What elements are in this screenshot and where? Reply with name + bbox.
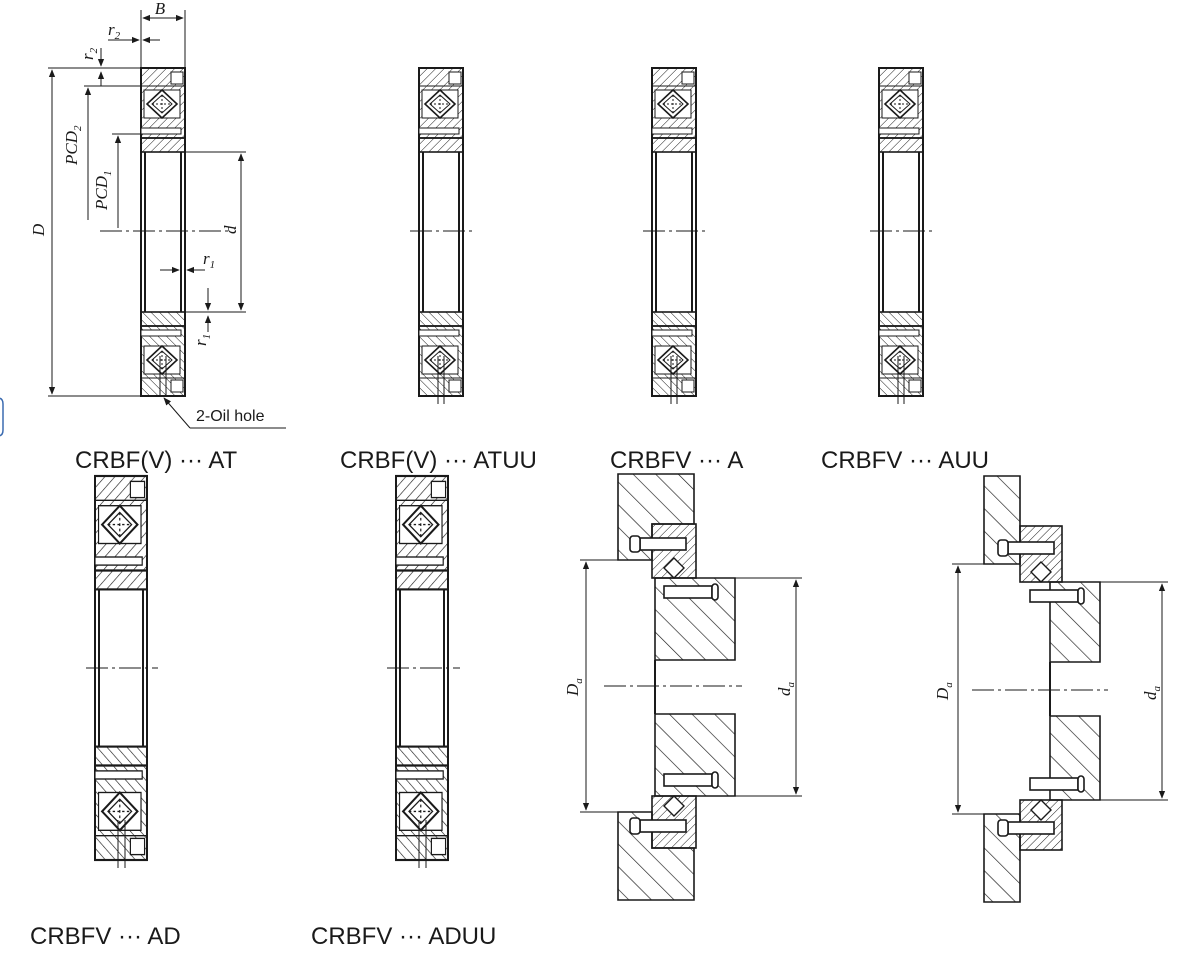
caption-crbfv-aduu: CRBFV ··· ADUU bbox=[311, 923, 496, 950]
drawing-crbf-at: B r2 r2 PCD2 PCD1 D d r1 r1 2-Oil hole bbox=[29, 0, 286, 429]
label-r1-h: r1 bbox=[203, 249, 215, 271]
label-da-2: da bbox=[1141, 686, 1163, 701]
tab-edge[interactable] bbox=[0, 397, 4, 437]
label-oil-hole: 2-Oil hole bbox=[196, 408, 265, 425]
label-r1-v: r1 bbox=[191, 334, 213, 346]
caption-crbf-at: CRBF(V) ··· AT bbox=[75, 447, 238, 474]
drawing-crbfv-ad bbox=[86, 474, 158, 868]
label-Da-2: Da bbox=[933, 682, 955, 701]
label-r2-v: r2 bbox=[78, 47, 100, 60]
drawing-mounting-a: Da da bbox=[563, 473, 802, 901]
label-pcd1: PCD1 bbox=[92, 171, 114, 212]
caption-crbfv-auu: CRBFV ··· AUU bbox=[821, 447, 989, 474]
drawing-crbfv-a bbox=[643, 67, 705, 404]
label-r2-h: r2 bbox=[108, 20, 121, 42]
label-pcd2: PCD2 bbox=[62, 125, 84, 166]
drawing-mounting-auu: Da da bbox=[933, 475, 1168, 903]
drawing-crbfv-aduu bbox=[387, 474, 460, 868]
label-d: d bbox=[221, 225, 240, 234]
caption-crbf-atuu: CRBF(V) ··· ATUU bbox=[340, 447, 537, 474]
label-da: da bbox=[775, 682, 797, 697]
label-B: B bbox=[155, 0, 166, 18]
drawing-crbfv-auu bbox=[870, 67, 932, 404]
label-Da: Da bbox=[563, 678, 585, 697]
drawing-crbf-atuu bbox=[410, 67, 472, 404]
caption-crbfv-ad: CRBFV ··· AD bbox=[30, 923, 181, 950]
label-D: D bbox=[29, 223, 48, 237]
caption-crbfv-a: CRBFV ··· A bbox=[610, 447, 743, 474]
